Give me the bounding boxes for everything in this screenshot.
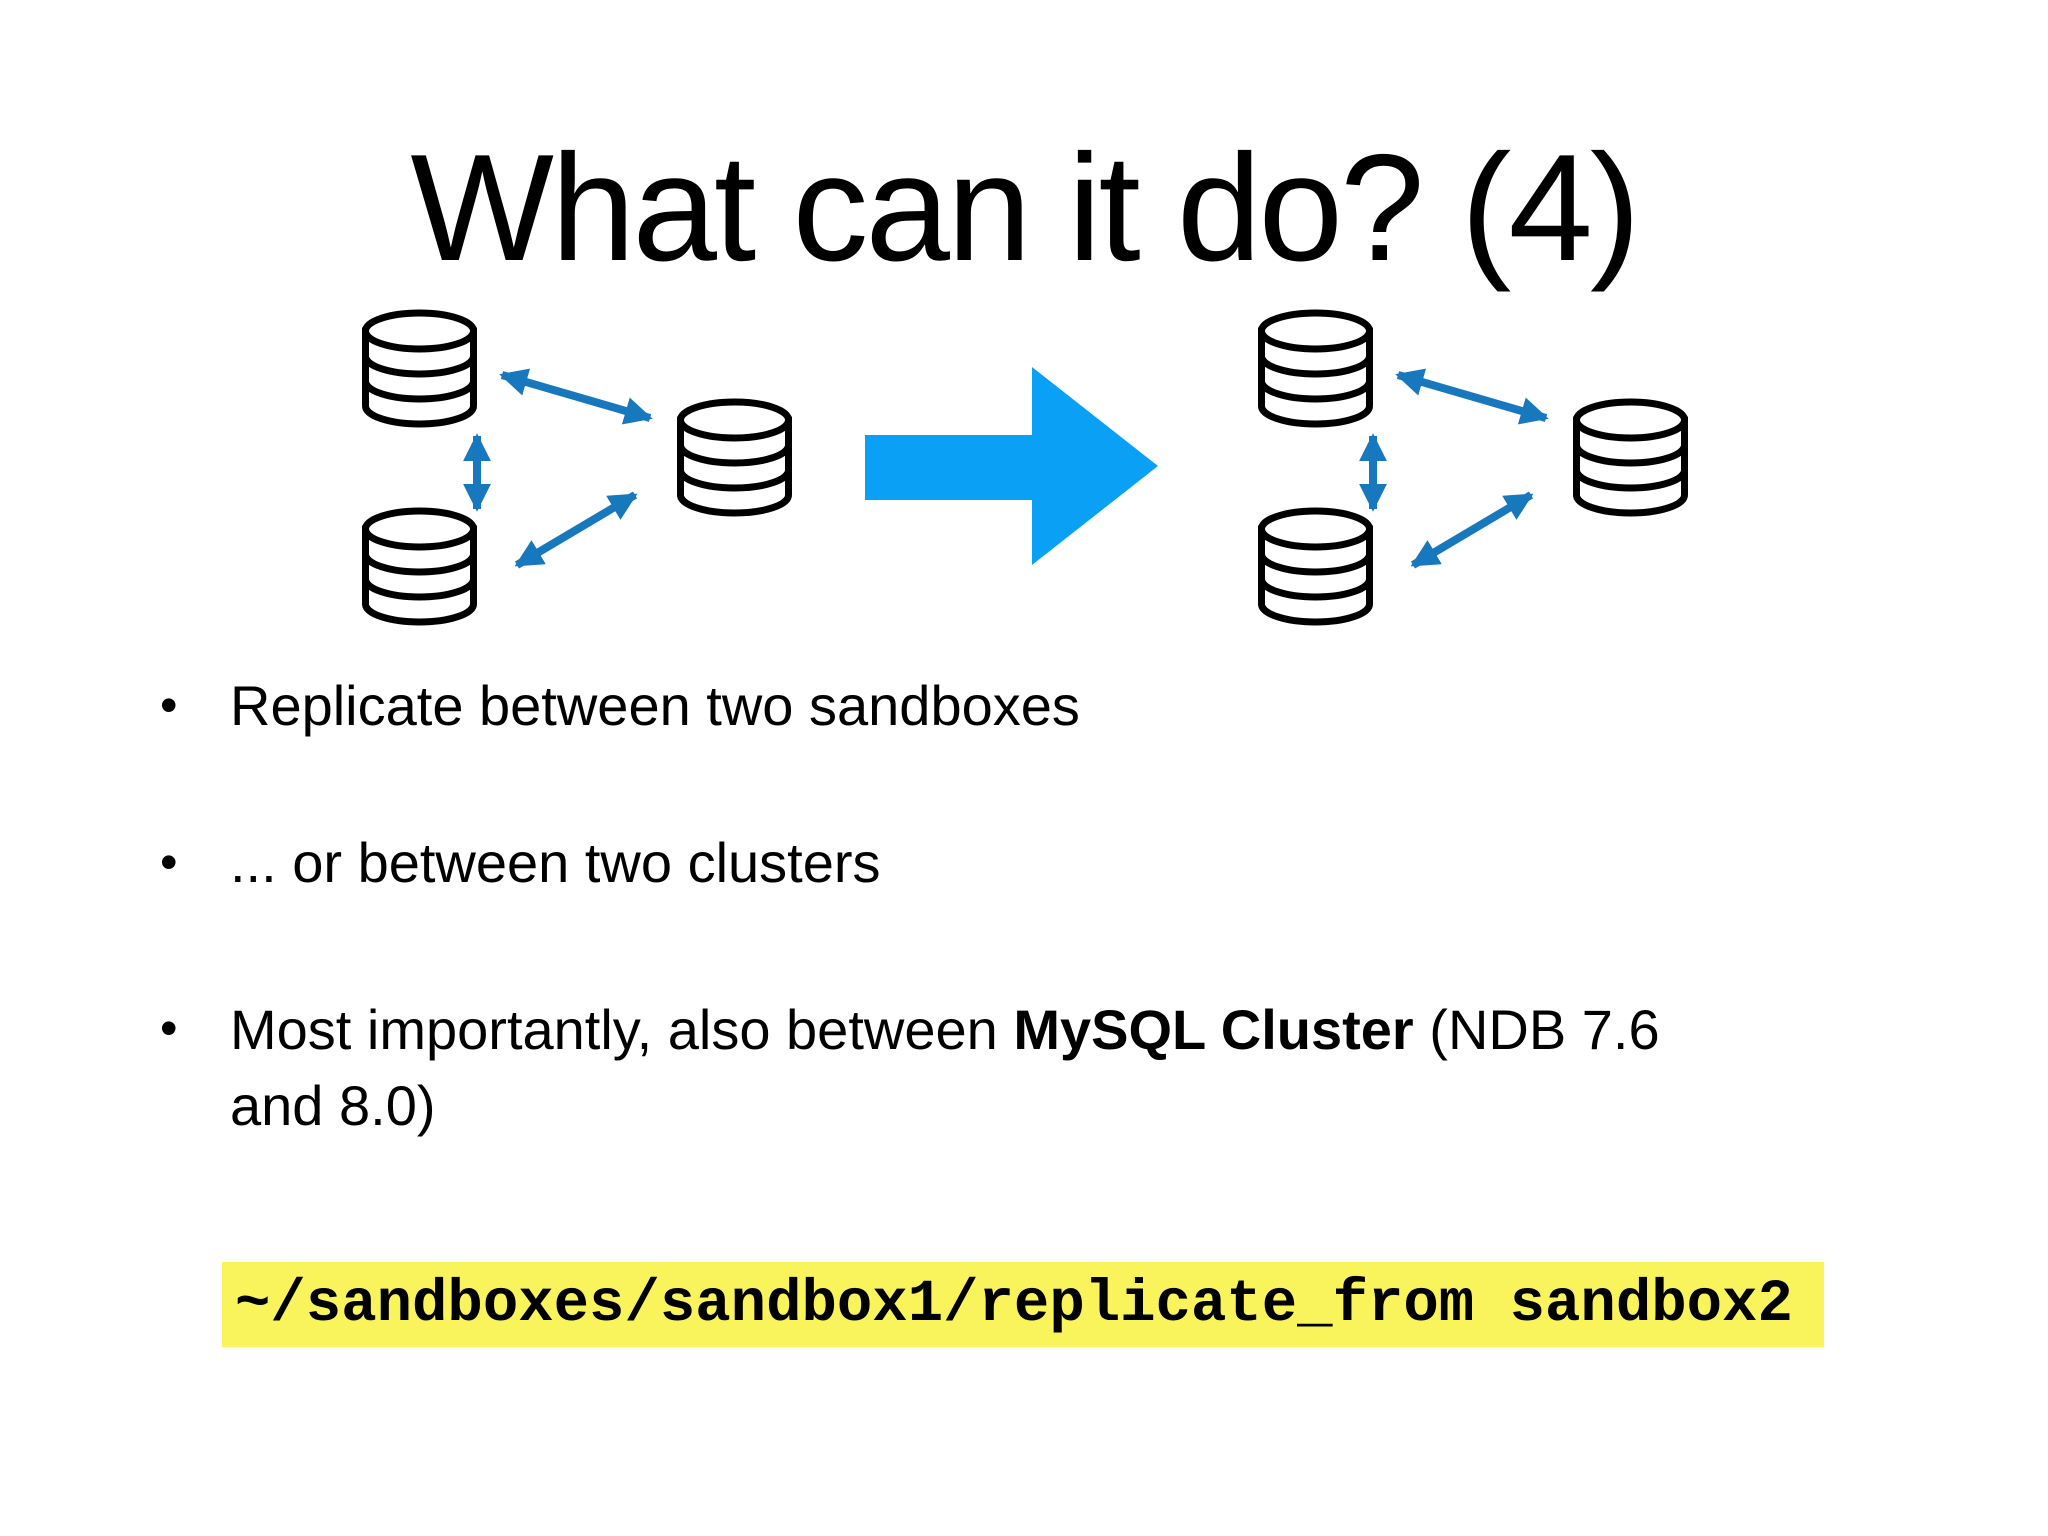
bullet-item: • Replicate between two sandboxes <box>160 669 1080 742</box>
page-title: What can it do? (4) <box>410 123 1640 293</box>
code-highlight: ~/sandboxes/sandbox1/replicate_from sand… <box>222 1262 1824 1347</box>
bullet-text: ... or between two clusters <box>230 831 881 894</box>
bullet-text-segment: Most importantly, also between <box>230 998 1014 1061</box>
sync-arrow-icon <box>1395 368 1549 425</box>
database-icon <box>681 402 789 513</box>
bullet-text-line2: and 8.0) <box>230 1074 436 1137</box>
bullet-text-segment: (NDB 7.6 <box>1413 998 1660 1061</box>
database-icon <box>366 511 474 622</box>
bullet-icon: • <box>160 1000 178 1056</box>
bullet-text: Most importantly, also between MySQL Clu… <box>230 992 1660 1144</box>
bullet-icon: • <box>160 677 178 733</box>
bullet-item: • ... or between two clusters <box>160 826 881 899</box>
bullet-text: Replicate between two sandboxes <box>230 674 1080 737</box>
sync-arrow-icon <box>1410 491 1534 569</box>
bullet-text-bold: MySQL Cluster <box>1013 998 1414 1061</box>
left-cluster-sync-arrows <box>463 368 653 569</box>
bullet-icon: • <box>160 834 178 890</box>
database-icon <box>1262 313 1370 424</box>
big-right-arrow-icon <box>865 367 1158 565</box>
right-cluster-sync-arrows <box>1359 368 1549 569</box>
sync-arrow-icon <box>499 368 653 425</box>
bullet-item: • Most importantly, also between MySQL C… <box>160 992 1660 1144</box>
code-text: ~/sandboxes/sandbox1/replicate_from sand… <box>235 1271 1793 1338</box>
database-icon <box>366 313 474 424</box>
database-icon <box>1262 511 1370 622</box>
database-icon <box>1577 402 1685 513</box>
sync-arrow-icon <box>514 491 638 569</box>
